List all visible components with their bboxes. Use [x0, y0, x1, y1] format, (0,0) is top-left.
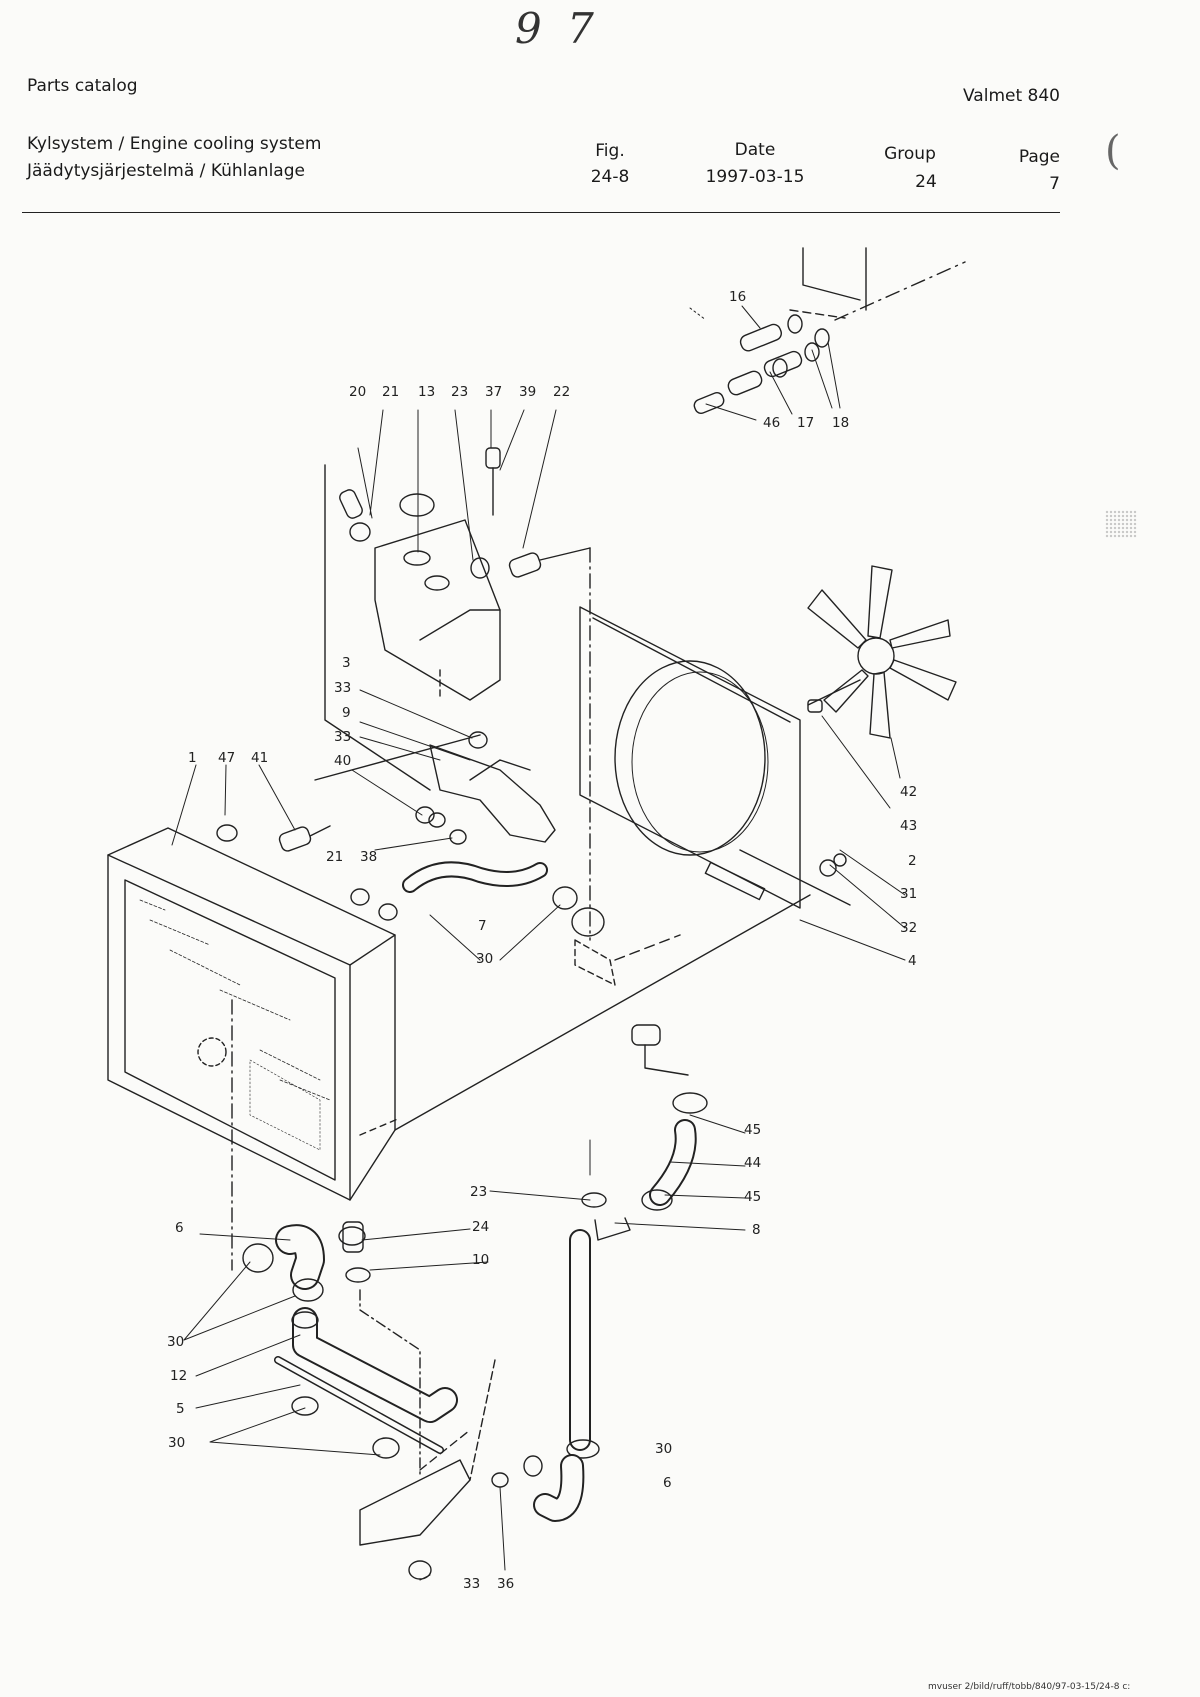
tank-bracket — [314, 689, 556, 851]
callout-36: 36 — [497, 1576, 514, 1592]
callout-33b: 33 — [334, 729, 351, 745]
callout-45a: 45 — [744, 1122, 761, 1138]
callout-8: 8 — [752, 1222, 761, 1238]
callout-24: 24 — [472, 1219, 489, 1235]
callout-40: 40 — [334, 753, 351, 769]
catalog-title: Parts catalog — [27, 76, 138, 96]
fan-shroud — [579, 606, 851, 909]
callout-32: 32 — [900, 920, 917, 936]
callout-21: 21 — [382, 384, 399, 400]
callout-1: 1 — [188, 750, 197, 766]
page-label: Page — [1018, 147, 1060, 167]
callout-31: 31 — [900, 886, 917, 902]
group-value: 24 — [915, 172, 937, 192]
callout-33a: 33 — [334, 680, 351, 696]
callout-3: 3 — [342, 655, 351, 671]
callout-6a: 6 — [175, 1220, 184, 1236]
callout-38: 38 — [360, 849, 377, 865]
callout-30b: 30 — [167, 1334, 184, 1350]
fig-value: 24-8 — [590, 167, 630, 187]
machine-model: Valmet 840 — [963, 86, 1060, 106]
system-title-2: Jäädytysjärjestelmä / Kühlanlage — [27, 161, 305, 181]
system-title-1: Kylsystem / Engine cooling system — [27, 134, 322, 154]
scan-margin-mark: ( — [1105, 128, 1121, 174]
lower-left-hoses — [183, 1221, 509, 1581]
callout-4: 4 — [908, 953, 917, 969]
fan — [807, 565, 957, 809]
radiator — [107, 764, 811, 1271]
detail-hose-fittings — [689, 247, 966, 421]
callout-41: 41 — [251, 750, 268, 766]
callout-22: 22 — [553, 384, 570, 400]
callout-2: 2 — [908, 853, 917, 869]
callout-23: 23 — [451, 384, 468, 400]
file-path-footer: mvuser 2/bild/ruff/tobb/840/97-03-15/24-… — [928, 1682, 1131, 1692]
callout-39: 39 — [519, 384, 536, 400]
scan-artifact — [1105, 510, 1137, 538]
handwritten-note: 9 7 — [515, 4, 600, 53]
callout-7: 7 — [478, 918, 487, 934]
expansion-tank — [324, 409, 591, 941]
callout-43: 43 — [900, 818, 917, 834]
callout-30c: 30 — [168, 1435, 185, 1451]
date-value: 1997-03-15 — [705, 167, 805, 187]
callout-13: 13 — [418, 384, 435, 400]
page-value: 7 — [1049, 174, 1060, 194]
callout-20: 20 — [349, 384, 366, 400]
callout-45b: 45 — [744, 1189, 761, 1205]
callout-6b: 6 — [663, 1475, 672, 1491]
callout-18: 18 — [832, 415, 849, 431]
callout-46: 46 — [763, 415, 780, 431]
callout-33c: 33 — [463, 1576, 480, 1592]
callout-30d: 30 — [655, 1441, 672, 1457]
group-label: Group — [884, 144, 936, 164]
callout-44: 44 — [744, 1155, 761, 1171]
date-label: Date — [734, 140, 776, 160]
callout-30a: 30 — [476, 951, 493, 967]
callout-21b: 21 — [326, 849, 343, 865]
upper-hose — [350, 849, 906, 986]
header-rule — [22, 212, 1060, 213]
callout-47: 47 — [218, 750, 235, 766]
lower-right-hose — [489, 1024, 746, 1522]
callout-labels: 16 46 17 18 20 21 13 23 37 39 22 3 33 9 … — [167, 289, 917, 1592]
callout-16: 16 — [729, 289, 746, 305]
callout-37: 37 — [485, 384, 502, 400]
callout-23b: 23 — [470, 1184, 487, 1200]
callout-9: 9 — [342, 705, 351, 721]
callout-5: 5 — [176, 1401, 185, 1417]
fig-label: Fig. — [595, 141, 625, 161]
callout-17: 17 — [797, 415, 814, 431]
callout-12: 12 — [170, 1368, 187, 1384]
callout-10: 10 — [472, 1252, 489, 1268]
callout-42: 42 — [900, 784, 917, 800]
